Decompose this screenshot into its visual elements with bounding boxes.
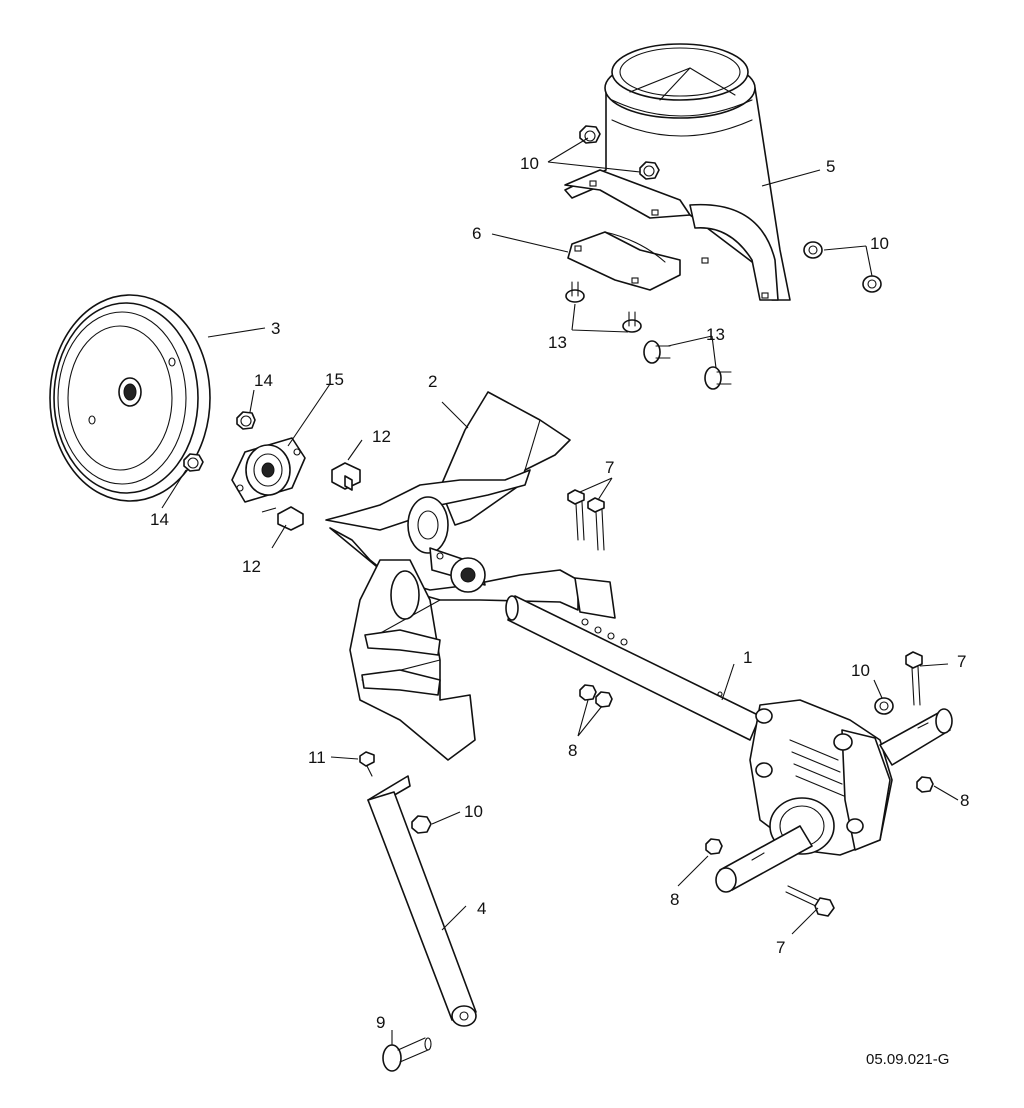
leader-lines — [161, 137, 959, 1045]
part-frame-bracket — [325, 391, 616, 761]
label-part-10-rod: 10 — [464, 802, 483, 821]
label-part-8-lower: 8 — [670, 890, 679, 909]
label-part-7-upper: 7 — [605, 458, 614, 477]
label-part-7-right: 7 — [957, 652, 966, 671]
part-bearing-flange — [231, 437, 306, 503]
label-part-10-gearbox: 10 — [851, 661, 870, 680]
callout-labels: 1 2 3 4 5 6 7 7 7 8 8 8 9 10 10 10 10 11… — [150, 154, 969, 1068]
label-part-10-top: 10 — [520, 154, 539, 173]
part-chute-housing — [564, 43, 791, 301]
hardware-bolts — [277, 281, 923, 1072]
label-part-8-right: 8 — [960, 791, 969, 810]
label-part-6: 6 — [472, 224, 481, 243]
label-part-14-lower: 14 — [150, 510, 169, 529]
label-part-11: 11 — [308, 748, 326, 767]
part-link-rod — [367, 775, 477, 1027]
label-part-7-lower: 7 — [776, 938, 785, 957]
label-part-12-lower: 12 — [242, 557, 261, 576]
label-part-2: 2 — [428, 372, 437, 391]
label-part-1: 1 — [743, 648, 752, 667]
label-part-5: 5 — [826, 157, 835, 176]
part-gearbox — [715, 699, 953, 893]
part-pulley — [49, 294, 211, 502]
label-part-14-upper: 14 — [254, 371, 273, 390]
label-part-10-right: 10 — [870, 234, 889, 253]
part-deflector-plate — [567, 231, 681, 291]
label-part-9: 9 — [376, 1013, 385, 1032]
label-part-13-right: 13 — [706, 325, 725, 344]
label-part-13-left: 13 — [548, 333, 567, 352]
drawing-reference-number: 05.09.021-G — [866, 1051, 949, 1068]
hardware-nuts — [183, 125, 934, 855]
part-shaft — [505, 595, 761, 741]
label-part-8-center: 8 — [568, 741, 577, 760]
label-part-15: 15 — [325, 370, 344, 389]
label-part-12-upper: 12 — [372, 427, 391, 446]
label-part-3: 3 — [271, 319, 280, 338]
label-part-4: 4 — [477, 899, 486, 918]
